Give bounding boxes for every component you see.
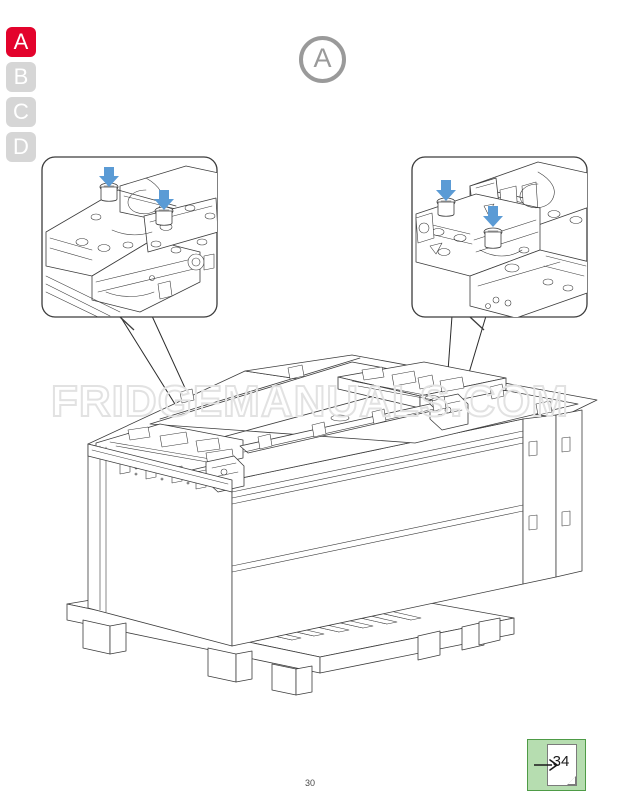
footer-page-number: 30 bbox=[304, 778, 315, 788]
direction-arrow-icon bbox=[483, 206, 503, 227]
section-tab-a-label: A bbox=[13, 29, 29, 54]
direction-arrow-icon bbox=[154, 190, 174, 210]
section-marker: A bbox=[299, 36, 346, 83]
circle-outline-icon bbox=[299, 36, 346, 83]
section-tab-b[interactable]: B bbox=[6, 62, 36, 92]
section-tab-c-label: C bbox=[13, 99, 29, 124]
goto-arrow-icon bbox=[534, 759, 558, 771]
appliance-cabinet bbox=[87, 354, 598, 647]
section-tab-d[interactable]: D bbox=[6, 132, 36, 162]
direction-arrow-icon bbox=[436, 180, 456, 201]
left-detail-callout bbox=[41, 156, 218, 331]
section-tab-strip: A B C D bbox=[6, 27, 40, 162]
screw-head bbox=[483, 227, 503, 249]
section-marker-label: A bbox=[313, 43, 332, 73]
screw-head bbox=[154, 206, 174, 226]
section-tab-c[interactable]: C bbox=[6, 97, 36, 127]
page-fold-inner bbox=[568, 777, 575, 784]
right-detail-callout bbox=[411, 156, 588, 331]
appliance-assembly bbox=[66, 354, 598, 696]
assembly-illustration: .ln { fill:none; stroke:#3c3c3c; stroke-… bbox=[41, 156, 598, 696]
section-tab-b-label: B bbox=[13, 64, 29, 89]
section-tab-a[interactable]: A bbox=[6, 27, 36, 57]
next-page-reference-badge[interactable]: 34 bbox=[527, 739, 586, 791]
section-tab-d-label: D bbox=[13, 134, 29, 159]
document-icon: 34 bbox=[547, 744, 577, 786]
direction-arrow-icon bbox=[99, 167, 119, 187]
